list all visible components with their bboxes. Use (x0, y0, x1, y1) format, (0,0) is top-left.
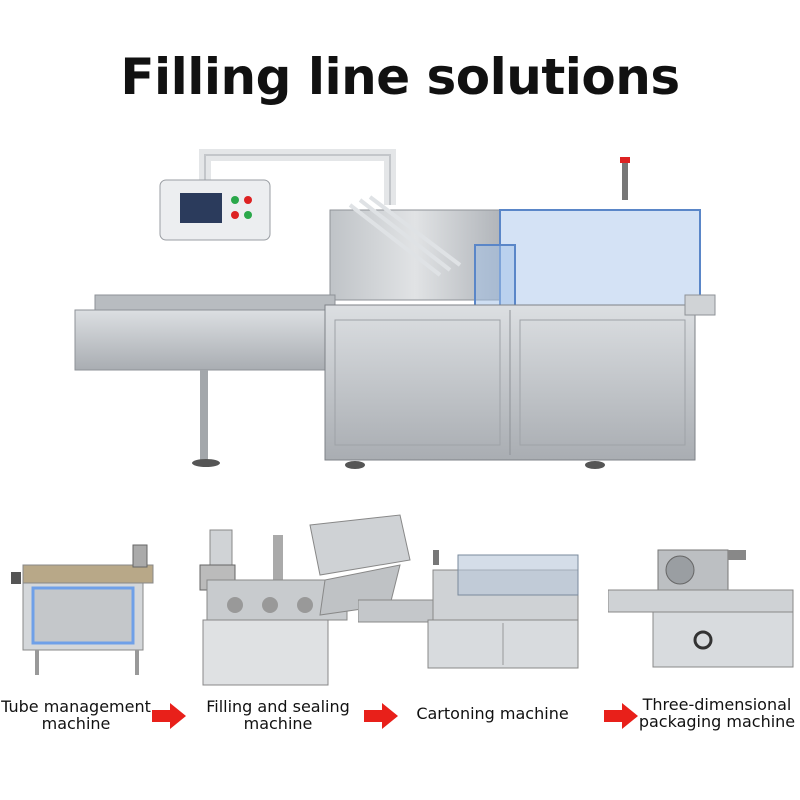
stage-label-cartoning: Cartoning machine (416, 704, 569, 723)
three-dimensional-packaging-machine-image (608, 549, 794, 668)
cartoning-machine-image (358, 550, 579, 669)
right-arrow-icon (604, 703, 638, 729)
tube-management-machine-image (11, 544, 154, 675)
hero-cartoning-machine (74, 149, 716, 469)
page-title: Filling line solutions (120, 48, 680, 106)
right-arrow-icon (364, 703, 398, 729)
right-arrow-icon (152, 703, 186, 729)
